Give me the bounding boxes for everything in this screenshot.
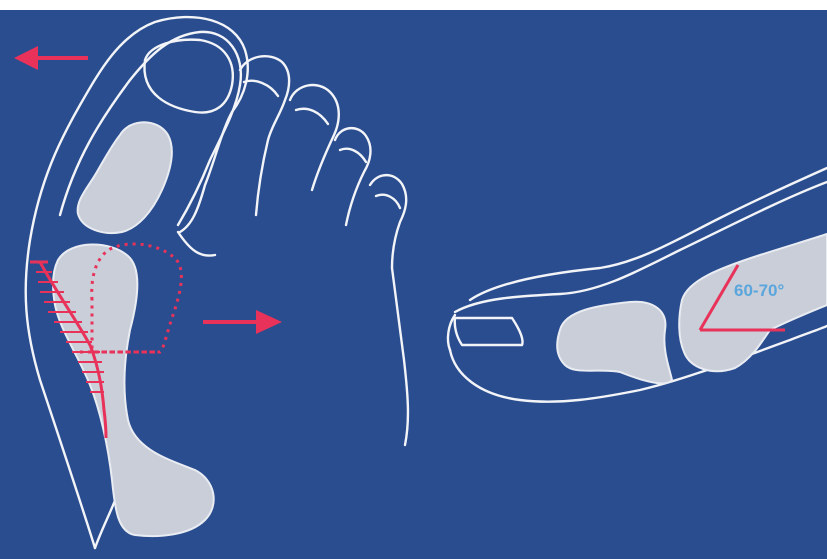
top-border <box>0 0 827 10</box>
angle-label: 60-70° <box>734 281 784 300</box>
